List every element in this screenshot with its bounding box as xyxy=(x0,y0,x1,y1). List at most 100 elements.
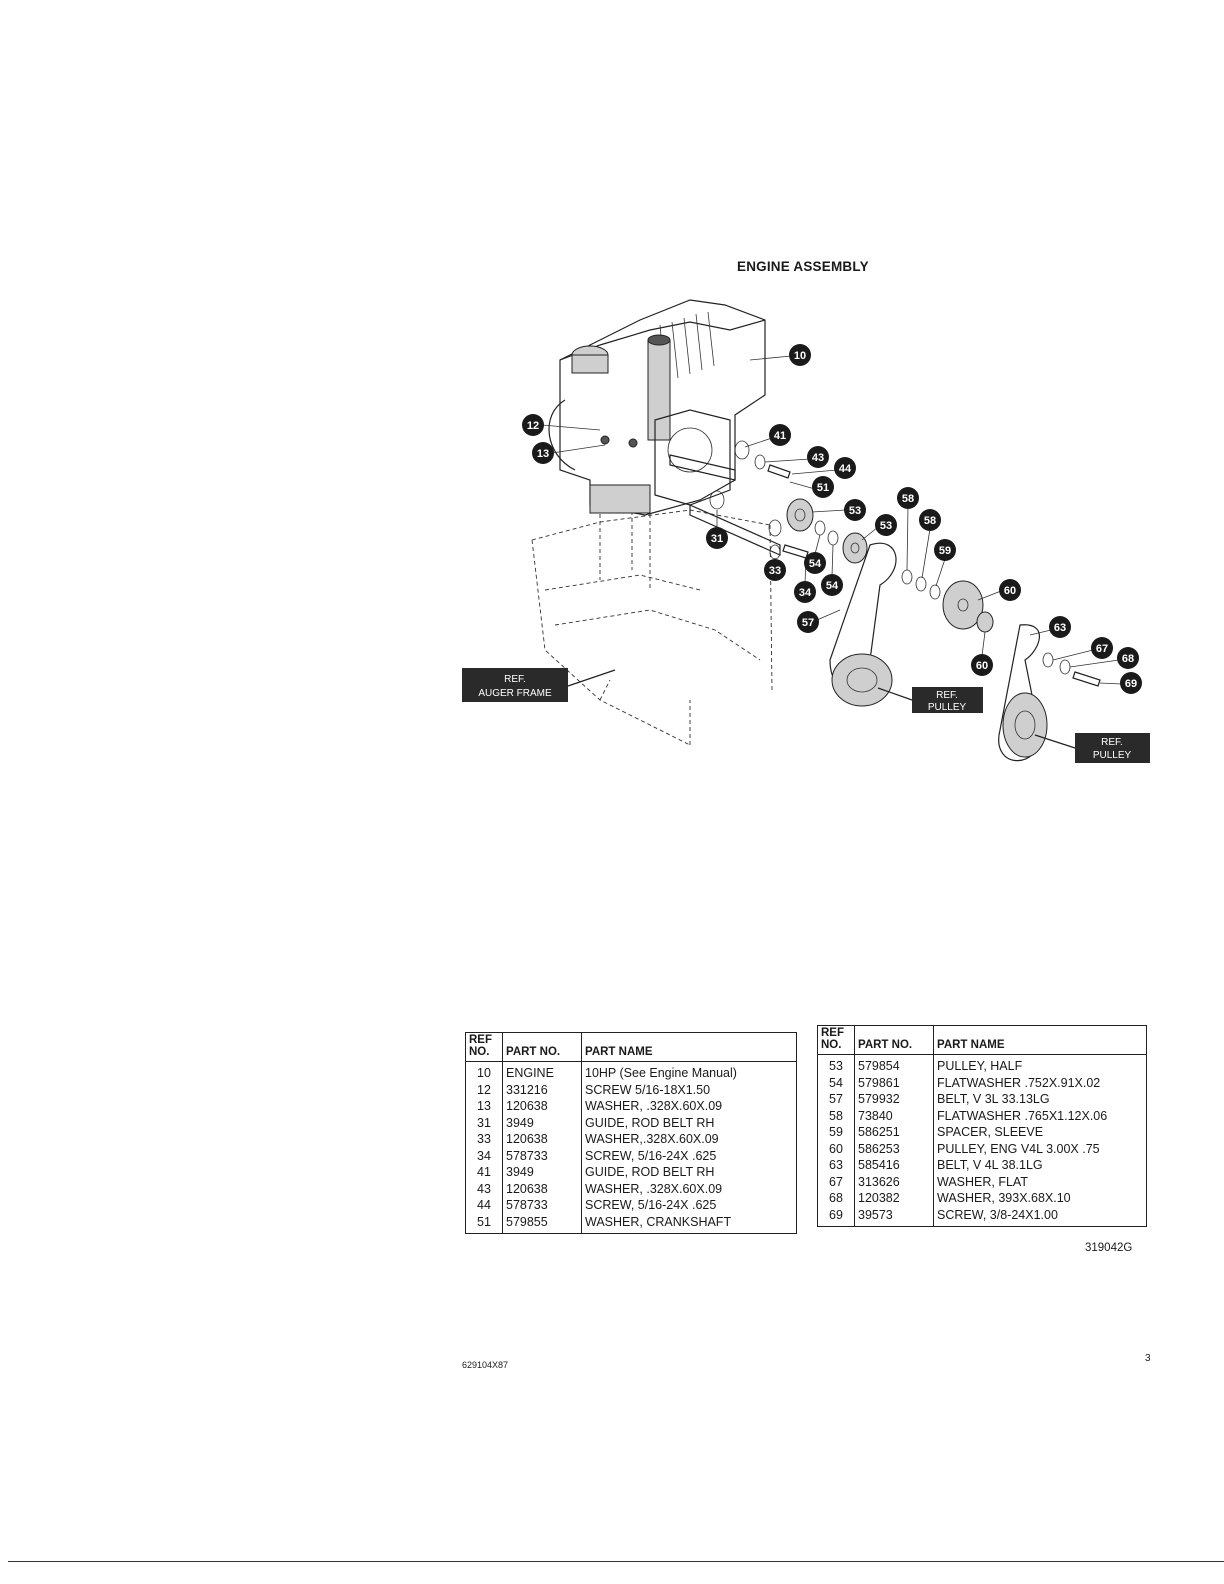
svg-text:43: 43 xyxy=(812,452,824,464)
ref-no-cell: 34 xyxy=(477,1148,491,1163)
callout-60b: 60 xyxy=(971,654,993,676)
part-name-cell: WASHER, .328X.60X.09 xyxy=(581,1180,797,1197)
svg-text:34: 34 xyxy=(799,587,812,599)
part-name-cell: SCREW, 5/16-24X .625 xyxy=(581,1197,797,1214)
ref-no-cell: 51 xyxy=(477,1214,491,1229)
svg-text:68: 68 xyxy=(1122,653,1134,665)
svg-text:41: 41 xyxy=(774,430,786,442)
part-no-header: PART NO. xyxy=(502,1032,582,1062)
callout-54b: 54 xyxy=(821,574,843,596)
part-no-cell: 331216 xyxy=(502,1081,582,1098)
svg-text:60: 60 xyxy=(1004,585,1016,597)
svg-text:12: 12 xyxy=(527,420,539,432)
part-no-cell: 3949 xyxy=(502,1114,582,1131)
part-name-header: PART NAME xyxy=(581,1032,797,1062)
ref-no-cell: 13 xyxy=(477,1099,491,1113)
part-name-cell: SCREW, 3/8-24X1.00 xyxy=(933,1206,1147,1227)
part-no-cell: 579855 xyxy=(502,1213,582,1234)
ref-no-cell: 43 xyxy=(477,1181,491,1196)
svg-text:AUGER FRAME: AUGER FRAME xyxy=(478,688,552,699)
part-name-cell: SCREW 5/16-18X1.50 xyxy=(581,1081,797,1098)
svg-text:REF.: REF. xyxy=(504,674,526,685)
part-name-cell: BELT, V 3L 33.13LG xyxy=(933,1091,1147,1108)
part-no-cell: 120382 xyxy=(854,1190,934,1207)
ref-no-cell: 67 xyxy=(829,1174,843,1189)
diagram-title: ENGINE ASSEMBLY xyxy=(737,259,869,274)
svg-text:57: 57 xyxy=(802,617,814,629)
part-name-cell: FLATWASHER .752X.91X.02 xyxy=(933,1074,1147,1091)
svg-text:51: 51 xyxy=(817,482,829,494)
ref-no-cell: 60 xyxy=(829,1141,843,1156)
part-no-cell: 579861 xyxy=(854,1074,934,1091)
ref-pulley-tag-2: REF. PULLEY xyxy=(1075,733,1150,763)
part-name-cell: WASHER, CRANKSHAFT xyxy=(581,1213,797,1234)
svg-text:69: 69 xyxy=(1125,678,1137,690)
svg-text:63: 63 xyxy=(1054,622,1066,634)
svg-text:PULLEY: PULLEY xyxy=(928,702,967,713)
part-no-cell: 313626 xyxy=(854,1173,934,1190)
part-name-cell: PULLEY, ENG V4L 3.00X .75 xyxy=(933,1140,1147,1157)
ref-pulley-tag-1: REF. PULLEY xyxy=(912,687,983,713)
svg-text:10: 10 xyxy=(794,350,806,362)
svg-text:59: 59 xyxy=(939,545,951,557)
svg-text:60: 60 xyxy=(976,660,988,672)
ref-no-cell: 33 xyxy=(477,1132,491,1146)
svg-text:REF.: REF. xyxy=(1101,737,1123,748)
bottom-rule xyxy=(8,1561,1224,1562)
svg-text:58: 58 xyxy=(902,493,914,505)
crankshaft xyxy=(669,454,781,556)
svg-text:67: 67 xyxy=(1096,643,1108,655)
part-no-cell: 73840 xyxy=(854,1107,934,1124)
svg-text:31: 31 xyxy=(711,533,723,545)
callout-31: 31 xyxy=(706,527,728,549)
svg-text:44: 44 xyxy=(839,463,852,475)
ref-no-cell: 53 xyxy=(829,1059,843,1073)
part-name-cell: GUIDE, ROD BELT RH xyxy=(581,1164,797,1181)
callout-69: 69 xyxy=(1120,672,1142,694)
part-no-cell: 120638 xyxy=(502,1131,582,1148)
ref-auger-frame-tag: REF. AUGER FRAME xyxy=(462,668,568,702)
callout-12: 12 xyxy=(522,414,544,436)
part-name-header: PART NAME xyxy=(933,1025,1147,1055)
part-name-cell: 10HP (See Engine Manual) xyxy=(581,1061,797,1082)
page-number: 3 xyxy=(1145,1353,1151,1364)
part-name-cell: SCREW, 5/16-24X .625 xyxy=(581,1147,797,1164)
part-no-cell: 585416 xyxy=(854,1157,934,1174)
part-name-cell: PULLEY, HALF xyxy=(933,1054,1147,1075)
callout-41: 41 xyxy=(769,424,791,446)
svg-text:REF.: REF. xyxy=(936,690,958,701)
callout-58b: 58 xyxy=(919,509,941,531)
callout-33: 33 xyxy=(764,559,786,581)
washers-and-screws xyxy=(709,440,1101,687)
part-no-cell: 120638 xyxy=(502,1180,582,1197)
part-no-cell: 578733 xyxy=(502,1147,582,1164)
leader-lines xyxy=(541,355,1123,749)
svg-text:PULLEY: PULLEY xyxy=(1093,750,1132,761)
part-no-cell: 120638 xyxy=(502,1098,582,1115)
callout-57: 57 xyxy=(797,611,819,633)
callout-54a: 54 xyxy=(804,552,826,574)
ref-no-cell: 57 xyxy=(829,1092,843,1106)
part-no-cell: 586253 xyxy=(854,1140,934,1157)
callout-58a: 58 xyxy=(897,487,919,509)
